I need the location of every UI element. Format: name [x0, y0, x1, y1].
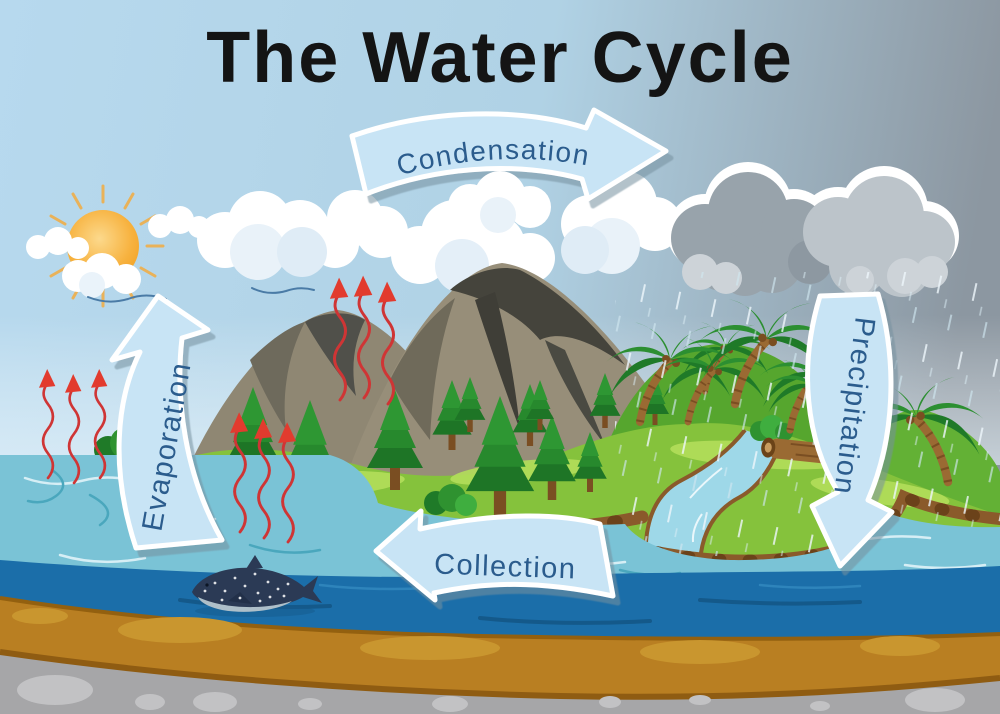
evaporation-arrow: Evaporation — [109, 293, 225, 551]
cloud-underline — [87, 294, 167, 303]
white-clouds — [26, 171, 682, 303]
rock-layer — [0, 649, 1000, 714]
bush-icon — [424, 484, 477, 516]
cloud-icon — [62, 253, 141, 298]
cloud-icon — [448, 171, 551, 233]
cloud-icon — [391, 200, 555, 293]
condensation-arrow: Condensation — [349, 107, 669, 202]
precipitation-arrow: Precipitation — [805, 291, 895, 569]
cloud-underline — [251, 287, 315, 294]
collection-arrow: Collection — [373, 508, 616, 603]
collection-label: Collection — [434, 549, 577, 586]
stones — [17, 675, 965, 712]
cloud-icon — [26, 227, 89, 259]
soil-patches — [12, 608, 940, 664]
cloud-icon — [197, 190, 408, 280]
page-title: The Water Cycle — [206, 18, 794, 98]
whale-shark-icon — [192, 555, 322, 617]
rain — [615, 272, 1000, 556]
